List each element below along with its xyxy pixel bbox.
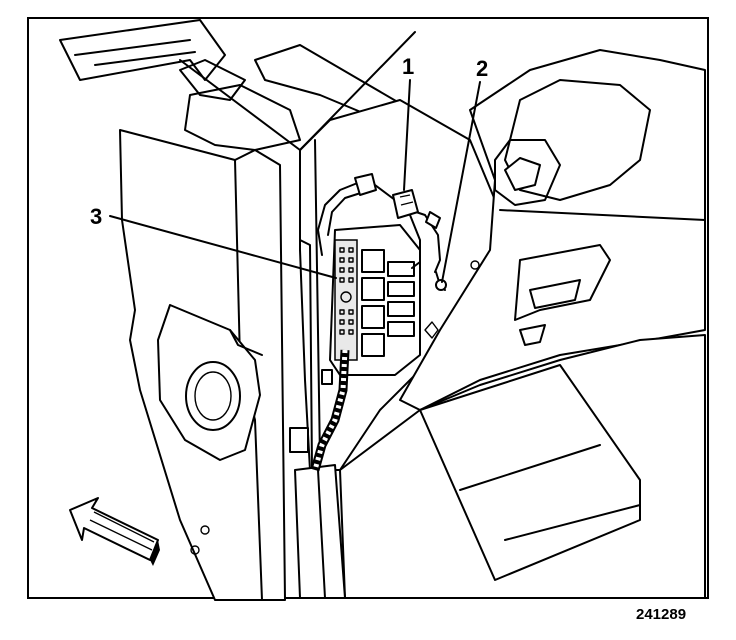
junction-block [321, 224, 421, 385]
harness-connector [354, 173, 377, 196]
instrument-panel [399, 49, 706, 411]
leader-line-1 [403, 79, 411, 191]
floor-area [339, 334, 706, 599]
leader-lines [109, 31, 481, 283]
ground-bolt [435, 279, 447, 291]
trim-strip [289, 427, 346, 599]
callout-2: 2 [476, 56, 488, 81]
arrow-up-left-icon [69, 497, 160, 566]
relays [361, 249, 415, 357]
leader-line-3 [109, 215, 337, 279]
left-pillar [119, 129, 286, 601]
figure-id: 241289 [636, 606, 687, 623]
callout-3: 3 [90, 204, 102, 229]
wiring-harness [310, 173, 447, 472]
connector-pins [339, 247, 354, 335]
callout-1: 1 [402, 54, 414, 79]
leader-line-2 [441, 81, 481, 283]
